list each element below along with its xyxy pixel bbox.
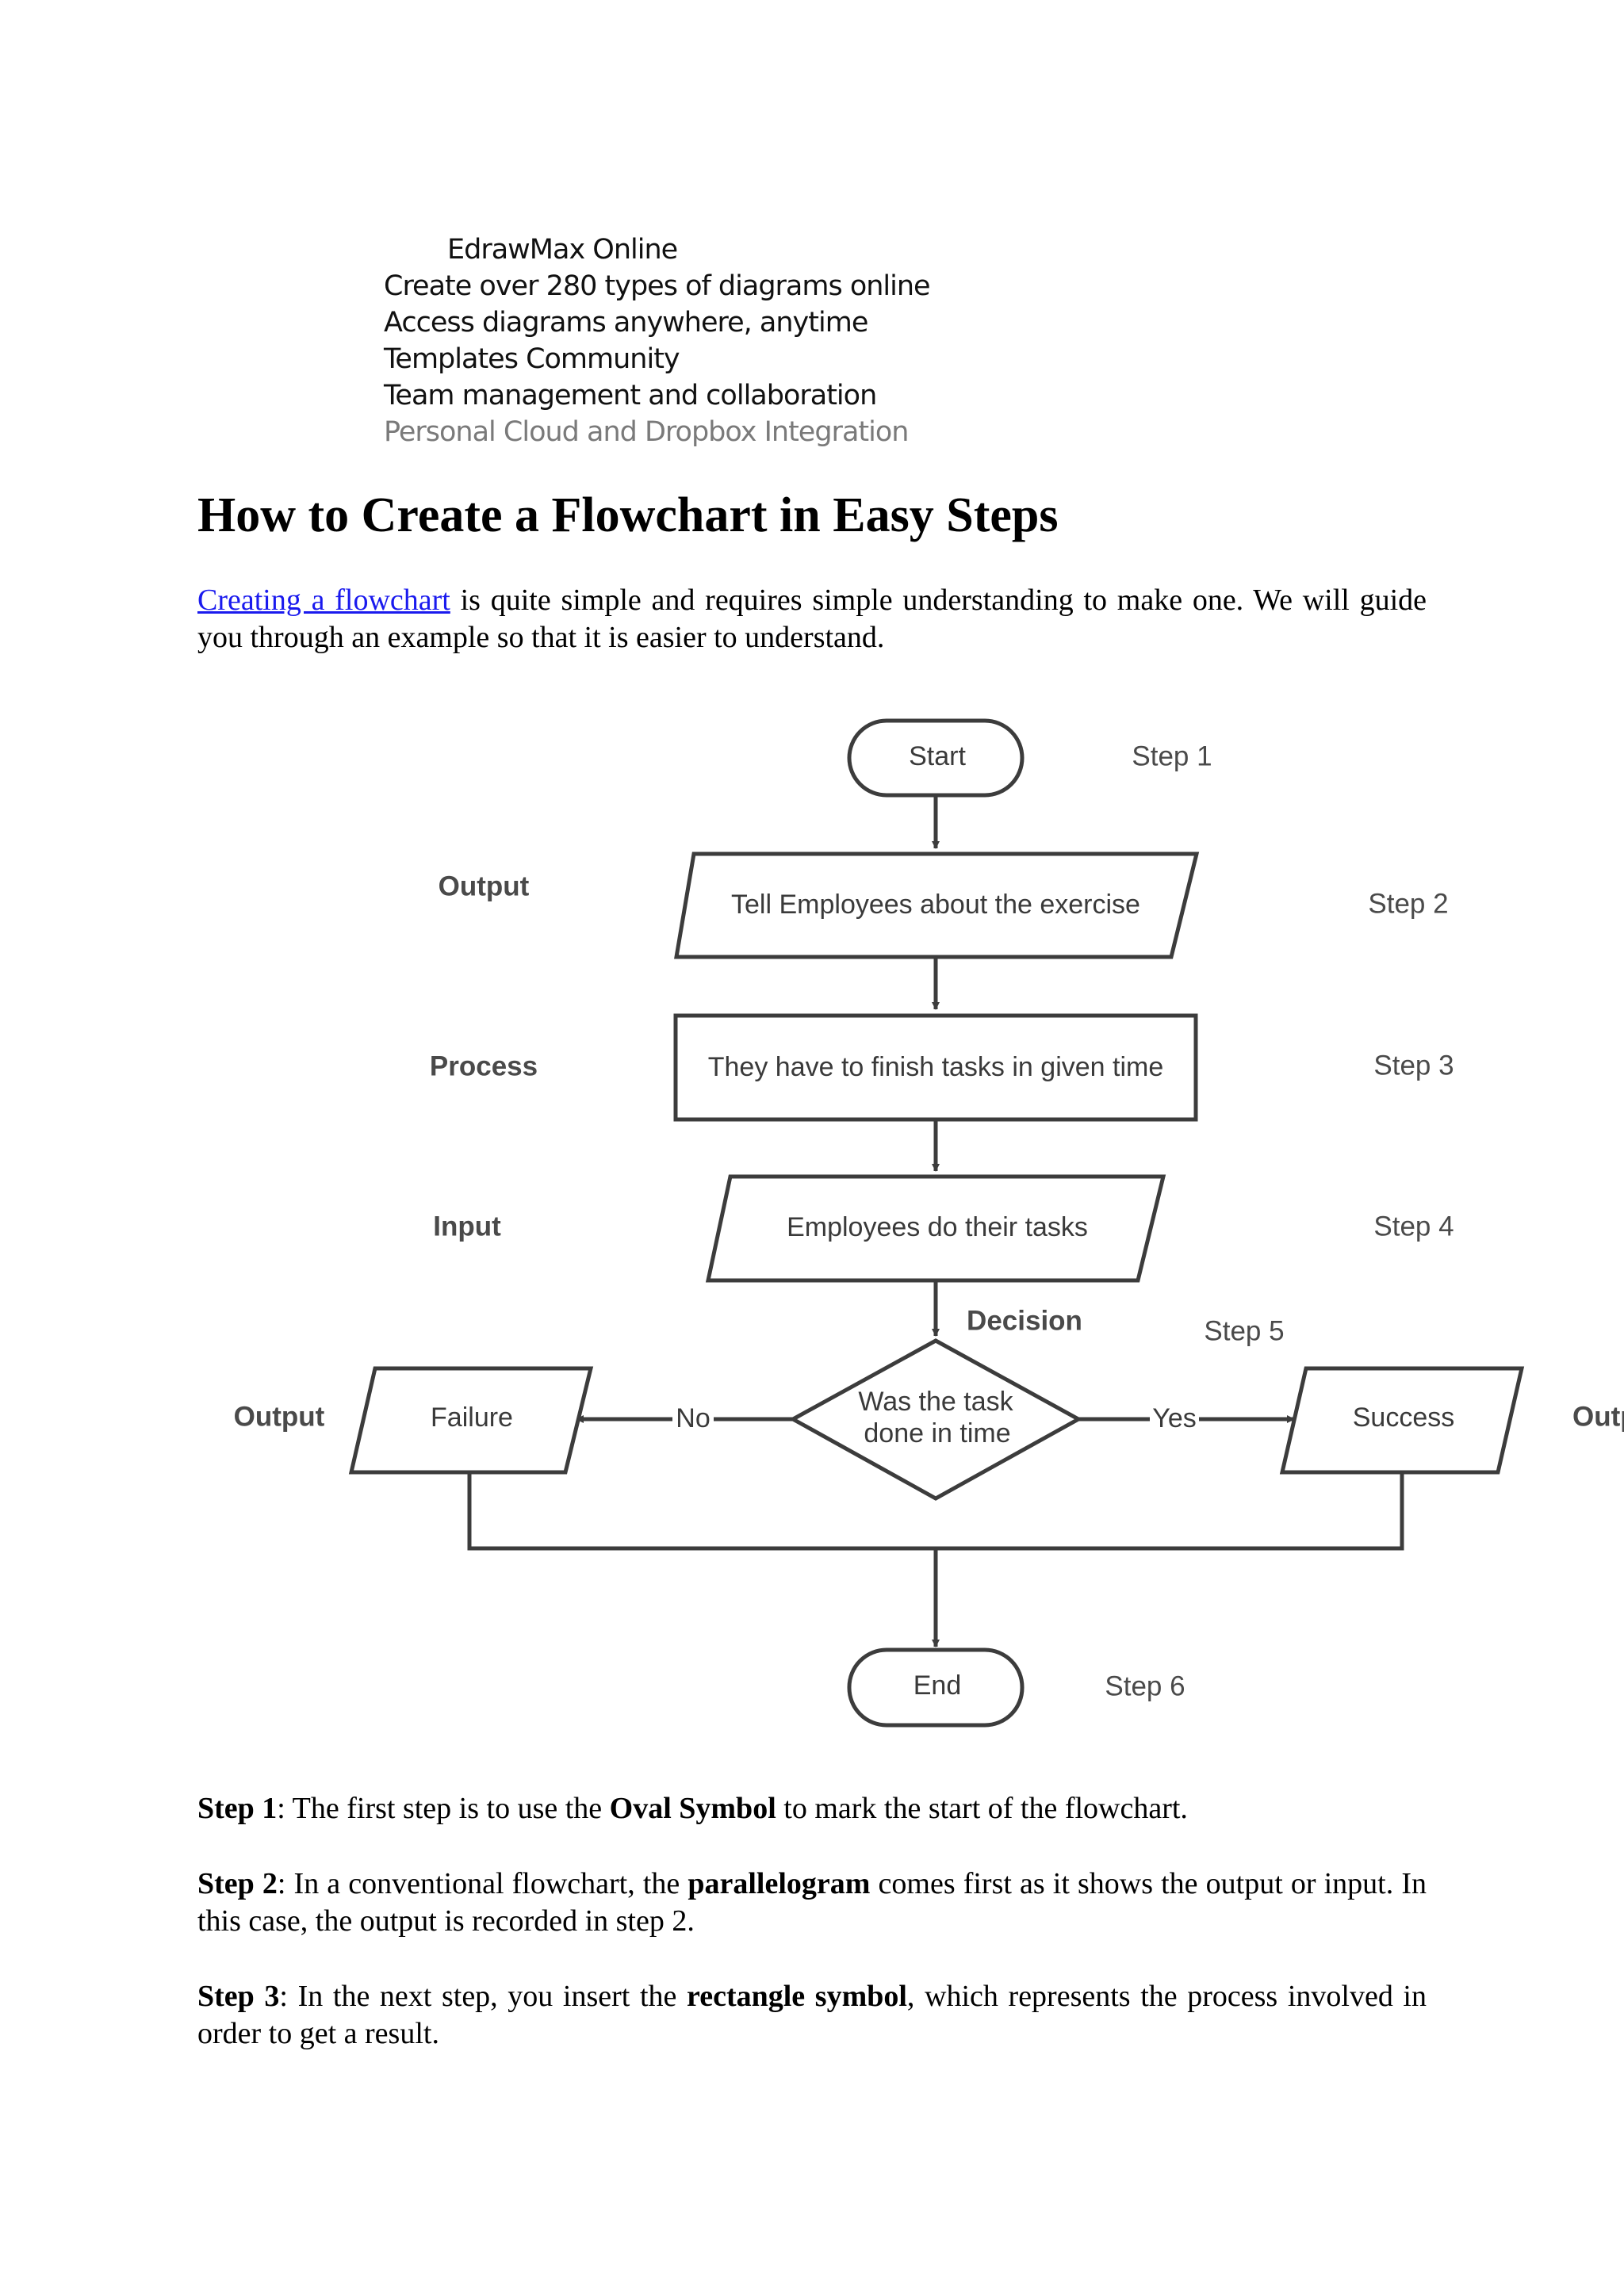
promo-line: EdrawMax Online bbox=[447, 234, 678, 266]
promo-line: Team management and collaboration bbox=[384, 380, 877, 411]
employees-do-label: Employees do their tasks bbox=[787, 1212, 1088, 1242]
yes-label-bg bbox=[1150, 1405, 1199, 1435]
step-1-label: Step 1 bbox=[197, 1792, 278, 1825]
edge-label-yes: Yes bbox=[1152, 1403, 1196, 1433]
step-1-paragraph: Step 1: The first step is to use the Ova… bbox=[197, 1790, 1427, 1827]
side-label-output-right: Output bbox=[1572, 1401, 1624, 1432]
side-label-decision: Decision bbox=[967, 1305, 1082, 1336]
start-node-label: Start bbox=[909, 741, 966, 771]
promo-line: Access diagrams anywhere, anytime bbox=[384, 307, 868, 339]
step-3-label: Step 3 bbox=[197, 1980, 280, 2013]
step-3-bold: rectangle symbol bbox=[687, 1980, 907, 2013]
step-label-1: Step 1 bbox=[1132, 740, 1212, 771]
promo-block: EdrawMax Online Create over 280 types of… bbox=[384, 232, 931, 450]
start-node bbox=[847, 718, 1025, 798]
step-3-text: : In the next step, you insert the bbox=[279, 1980, 688, 2013]
step-1-text: : The first step is to use the bbox=[277, 1792, 610, 1825]
decision-label-line2: done in time bbox=[864, 1418, 1010, 1448]
promo-line: Templates Community bbox=[384, 343, 680, 375]
decision-label-line1: Was the task bbox=[858, 1387, 1013, 1417]
creating-flowchart-link[interactable]: Creating a flowchart bbox=[197, 584, 450, 617]
tell-employees-node bbox=[674, 851, 1200, 959]
flowchart-diagram: Start Tell Employees about the exercise … bbox=[234, 718, 1624, 1728]
employees-do-node bbox=[705, 1174, 1166, 1283]
step-1-bold: Oval Symbol bbox=[609, 1792, 776, 1825]
step-label-5: Step 5 bbox=[1204, 1315, 1284, 1346]
side-label-process: Process bbox=[430, 1050, 538, 1081]
step-label-2: Step 2 bbox=[1368, 888, 1448, 919]
end-node-label: End bbox=[914, 1670, 962, 1701]
step-3-text-end: , which represents the process involved … bbox=[197, 1980, 1427, 2050]
step-2-text-end: comes first as it shows the output or in… bbox=[197, 1867, 1427, 1938]
step-2-label: Step 2 bbox=[197, 1867, 278, 1900]
step-1-text-end: to mark the start of the flowchart. bbox=[776, 1792, 1188, 1825]
promo-line: Personal Cloud and Dropbox Integration bbox=[384, 416, 909, 448]
intro-paragraph: Creating a flowchart is quite simple and… bbox=[197, 582, 1427, 656]
success-node bbox=[1279, 1366, 1525, 1475]
step-2-paragraph: Step 2: In a conventional flowchart, the… bbox=[197, 1866, 1427, 1940]
side-label-output-left: Output bbox=[234, 1401, 325, 1432]
failure-node bbox=[348, 1366, 594, 1475]
decision-node bbox=[788, 1338, 1083, 1501]
no-label-bg bbox=[672, 1405, 714, 1435]
step-3-paragraph: Step 3: In the next step, you insert the… bbox=[197, 1978, 1427, 2053]
step-label-6: Step 6 bbox=[1105, 1670, 1185, 1701]
failure-label: Failure bbox=[431, 1402, 513, 1433]
side-label-input: Input bbox=[433, 1211, 501, 1242]
tell-employees-label: Tell Employees about the exercise bbox=[731, 890, 1140, 920]
success-label: Success bbox=[1353, 1402, 1455, 1433]
step-2-bold: parallelogram bbox=[688, 1867, 871, 1900]
intro-text: is quite simple and requires simple unde… bbox=[197, 584, 1427, 654]
edge-label-no: No bbox=[676, 1403, 710, 1433]
step-label-3: Step 3 bbox=[1373, 1050, 1454, 1081]
page-title: How to Create a Flowchart in Easy Steps bbox=[197, 488, 1059, 542]
finish-tasks-label: They have to finish tasks in given time bbox=[708, 1052, 1164, 1082]
promo-line: Create over 280 types of diagrams online bbox=[384, 270, 931, 302]
finish-tasks-node bbox=[673, 1013, 1198, 1122]
step-label-4: Step 4 bbox=[1373, 1211, 1454, 1242]
step-2-text: : In a conventional flowchart, the bbox=[277, 1867, 688, 1900]
end-node bbox=[847, 1647, 1025, 1728]
side-label-output-top: Output bbox=[439, 871, 530, 901]
